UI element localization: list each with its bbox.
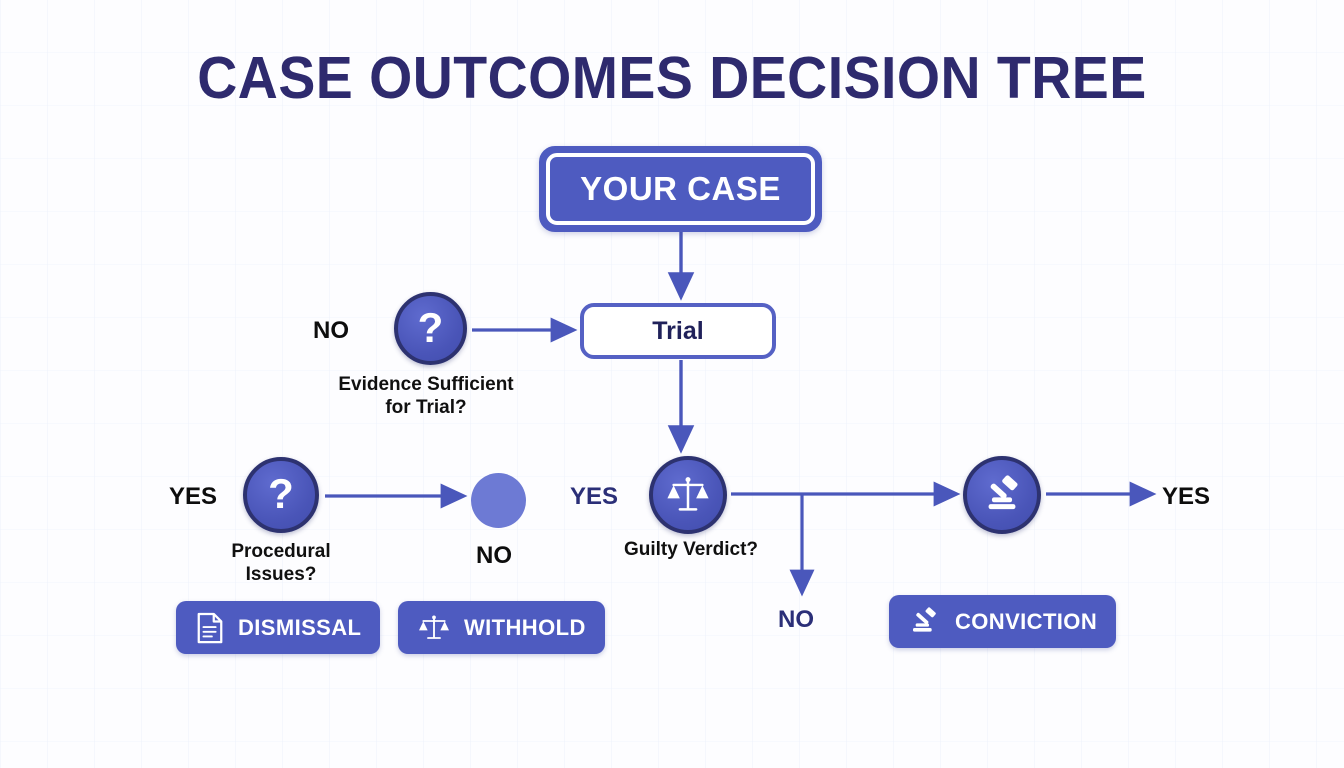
evidence-question-node[interactable]: ?: [394, 292, 467, 365]
conviction-gavel-node[interactable]: [963, 456, 1041, 534]
outcome-conviction[interactable]: CONVICTION: [889, 595, 1117, 648]
procedural-label-line2: Issues?: [245, 563, 317, 585]
outcome-dismissal[interactable]: DISMISSAL: [176, 601, 381, 654]
question-mark-icon: ?: [268, 470, 294, 517]
guilty-verdict-node[interactable]: [649, 456, 727, 534]
outcome-withhold-label: WITHHOLD: [464, 614, 586, 640]
trial-label: Trial: [652, 316, 704, 345]
question-mark-icon: ?: [417, 303, 444, 351]
outcome-dismissal-label: DISMISSAL: [238, 614, 362, 640]
outcome-conviction-label: CONVICTION: [955, 608, 1098, 634]
procedural-label-line1: Procedural: [231, 541, 331, 562]
filled-circle-icon[interactable]: [471, 473, 526, 528]
evidence-label-line2: for Trial?: [385, 396, 467, 418]
gavel-icon: [988, 475, 1018, 510]
edge-label-no-plain: NO: [476, 542, 512, 569]
edge-label-yes-final: YES: [1162, 483, 1211, 510]
outcome-withhold[interactable]: WITHHOLD: [398, 601, 605, 654]
evidence-label-line1: Evidence Sufficient: [338, 374, 514, 395]
procedural-question-node[interactable]: ?: [243, 457, 319, 533]
scales-icon: [419, 614, 449, 639]
gavel-icon: [913, 606, 936, 632]
scales-icon: [667, 477, 709, 511]
your-case-node-inner: YOUR CASE: [546, 153, 815, 225]
guilty-verdict-label: Guilty Verdict?: [623, 539, 759, 560]
page-title: CASE OUTCOMES DECISION TREE: [197, 45, 1147, 111]
evidence-question-label: Evidence Sufficient for Trial?: [306, 374, 546, 420]
edge-label-no-evidence: NO: [313, 317, 349, 344]
your-case-node[interactable]: YOUR CASE: [539, 146, 822, 232]
your-case-label: YOUR CASE: [580, 170, 781, 207]
document-icon: [197, 612, 223, 643]
procedural-question-label: Procedural Issues?: [161, 541, 401, 587]
edge-label-yes-guilty: YES: [570, 483, 619, 510]
edge-label-yes-procedural: YES: [169, 483, 218, 510]
edge-label-no-guilty: NO: [778, 606, 814, 633]
trial-node[interactable]: Trial: [580, 303, 776, 359]
